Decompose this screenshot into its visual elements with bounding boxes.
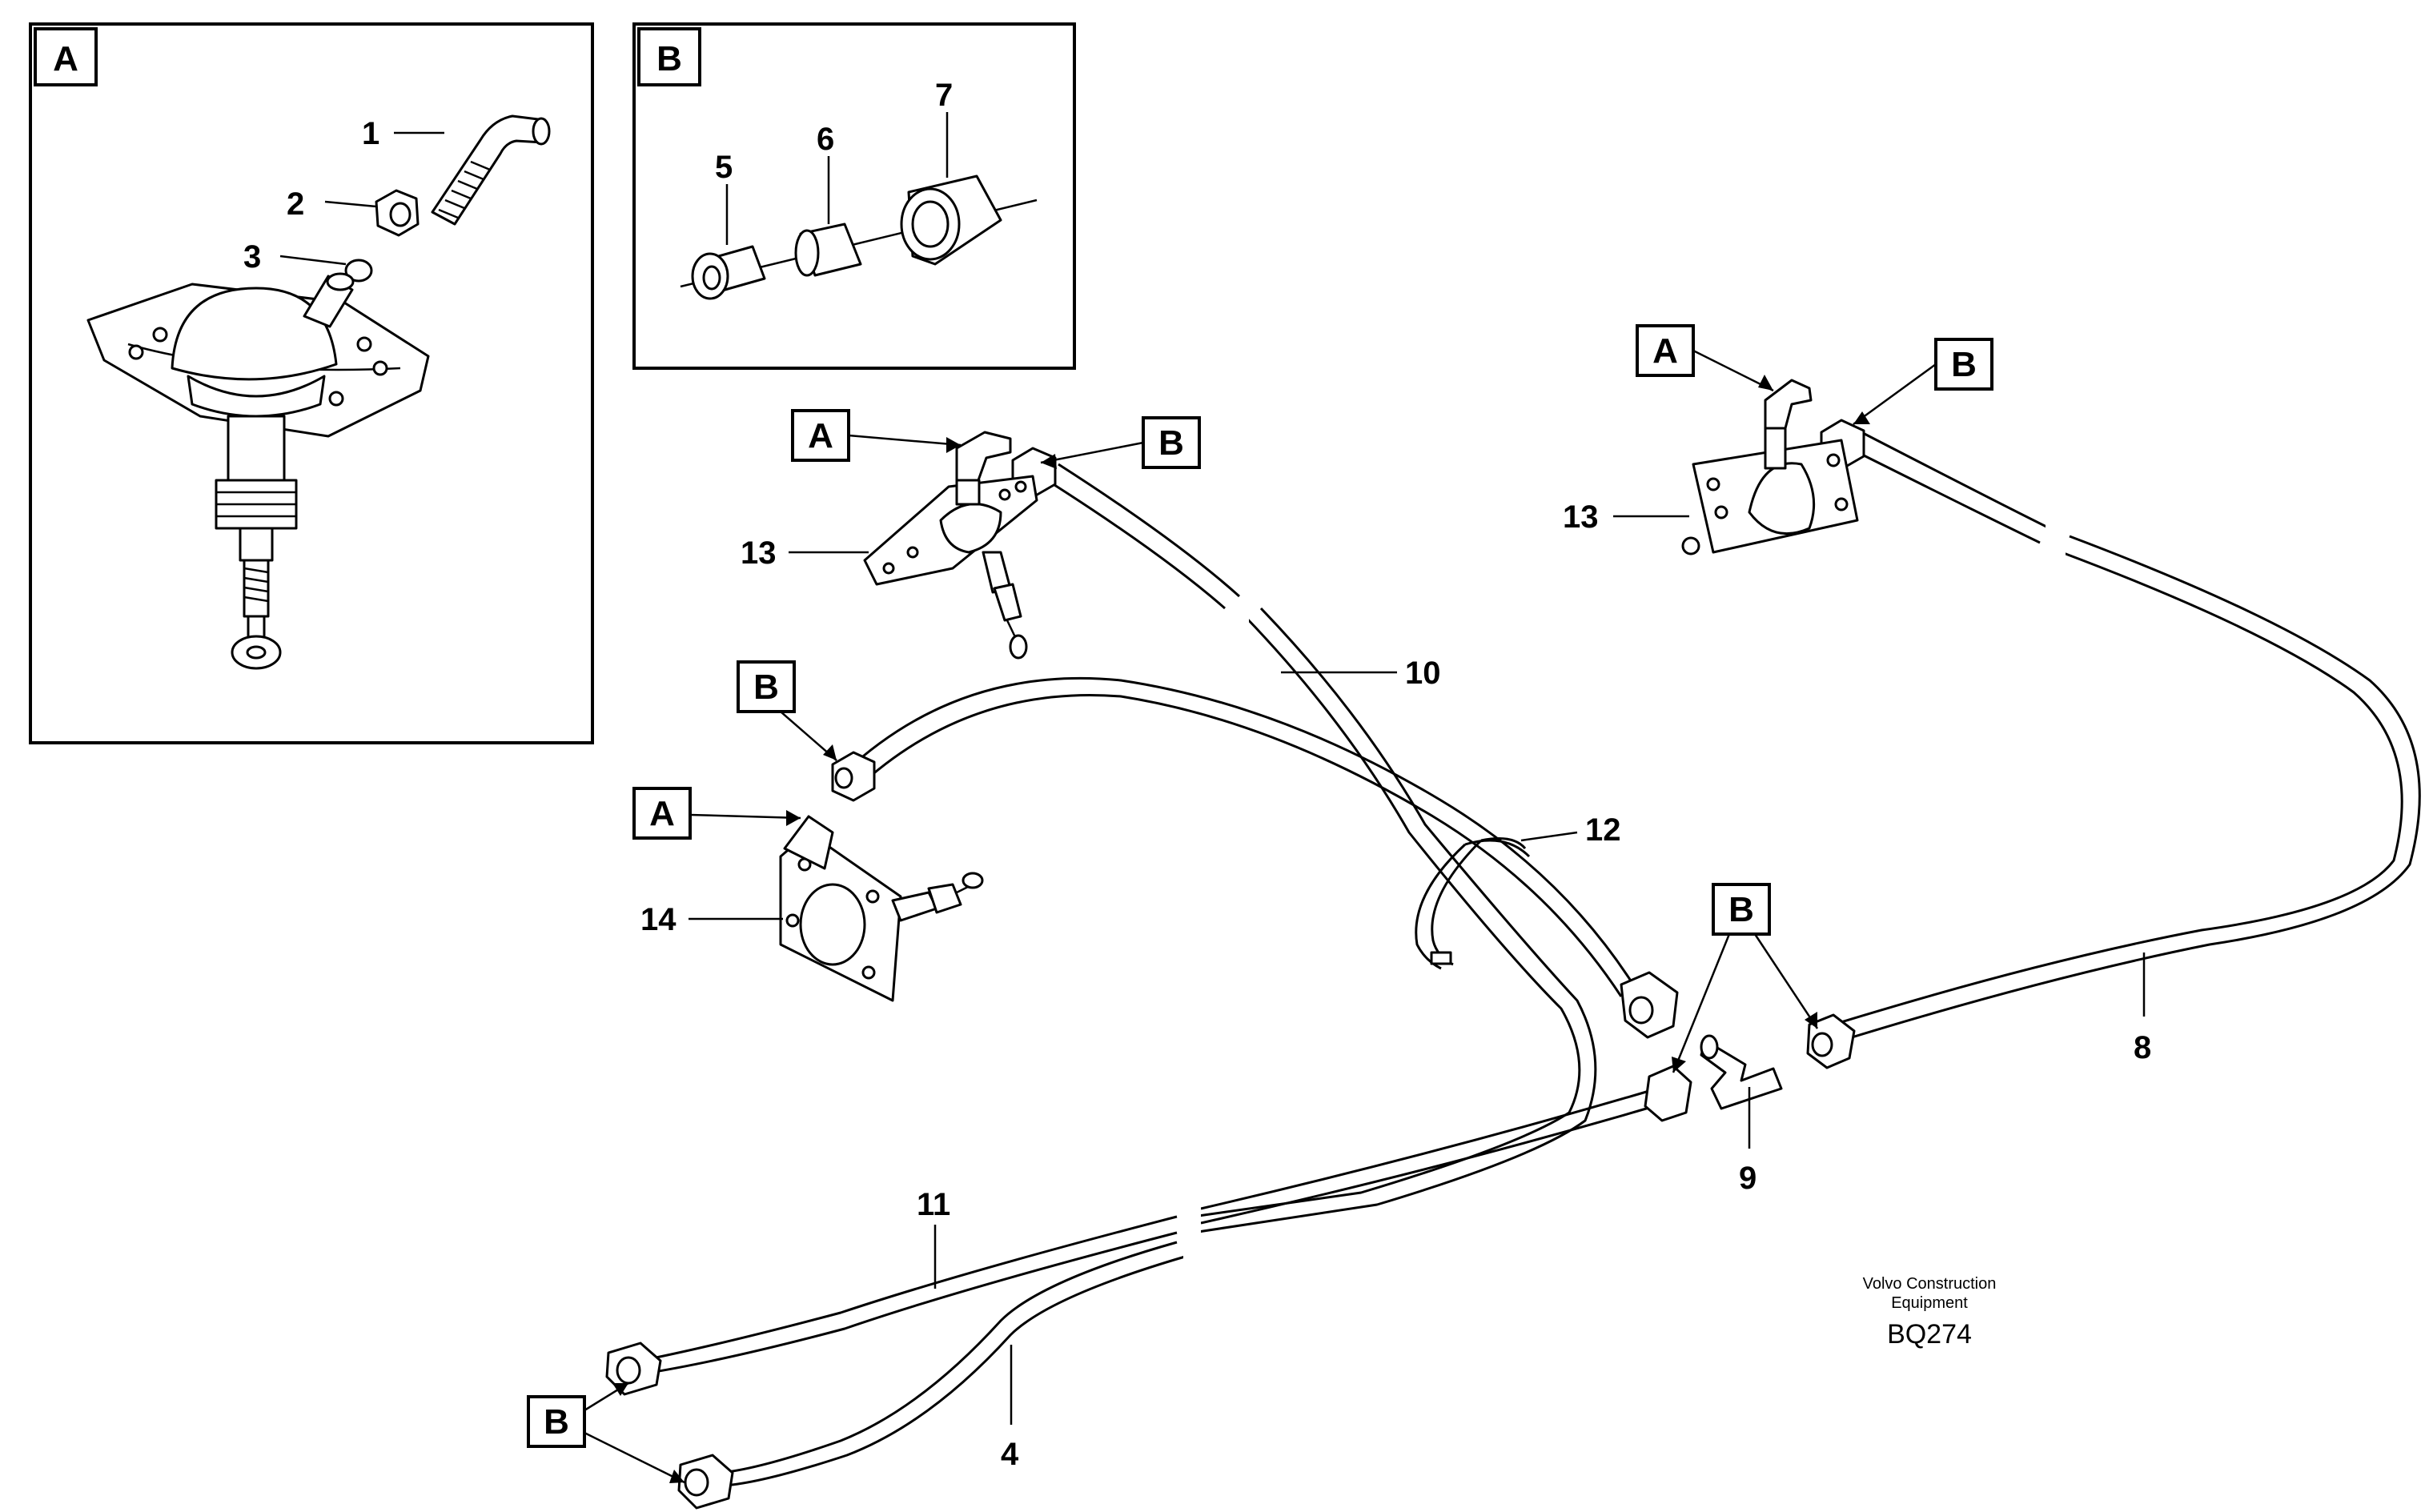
fitting-5 bbox=[691, 245, 766, 300]
drawing-code: BQ274 bbox=[1887, 1319, 1972, 1350]
credit-line-2: Equipment bbox=[1891, 1294, 1968, 1312]
sleeve-6 bbox=[794, 223, 862, 277]
valve-14 bbox=[779, 815, 984, 1002]
credit-block: Volvo Construction Equipment BQ274 bbox=[1863, 1275, 1997, 1350]
callout-4: 4 bbox=[1001, 1437, 1019, 1472]
tee-fitting-9 bbox=[1700, 1034, 1783, 1110]
callout-11: 11 bbox=[917, 1187, 950, 1222]
hose-fittings bbox=[605, 419, 1865, 1510]
detail-a-panel: A bbox=[29, 22, 594, 744]
elbow-fitting-1 bbox=[431, 114, 551, 226]
tag-b-valve13-right: B bbox=[1951, 345, 1977, 384]
o-ring-3 bbox=[344, 259, 373, 283]
callout-3: 3 bbox=[243, 239, 261, 275]
nut-2 bbox=[375, 189, 420, 237]
callout-6: 6 bbox=[817, 122, 834, 157]
callout-13-right: 13 bbox=[1563, 499, 1599, 535]
callout-5: 5 bbox=[715, 150, 733, 185]
detail-b-panel: B 5 6 7 bbox=[632, 22, 1076, 370]
callout-1: 1 bbox=[362, 116, 379, 151]
hose-break-marks bbox=[1183, 524, 2066, 1265]
detail-b-letter: B bbox=[656, 39, 682, 78]
callout-9: 9 bbox=[1739, 1161, 1756, 1196]
tag-b-valve14: B bbox=[753, 668, 779, 707]
tag-b-bottom-left: B bbox=[544, 1402, 569, 1442]
callout-14: 14 bbox=[640, 902, 677, 937]
valve-body-a bbox=[86, 272, 430, 670]
callout-7: 7 bbox=[935, 78, 953, 113]
credit-line-1: Volvo Construction bbox=[1863, 1275, 1997, 1293]
clamp-12 bbox=[1415, 837, 1531, 970]
detail-tags: A B A B B A B B bbox=[527, 324, 1993, 1484]
valve-13-left bbox=[863, 431, 1038, 660]
callout-12: 12 bbox=[1585, 812, 1621, 848]
callout-10: 10 bbox=[1405, 656, 1441, 691]
tag-a-valve13-left: A bbox=[808, 416, 833, 455]
valve-13-right bbox=[1681, 379, 1859, 555]
nut-7 bbox=[900, 174, 1002, 266]
hose-lines bbox=[640, 431, 2421, 1487]
tag-a-valve14: A bbox=[649, 794, 675, 833]
detail-a-letter: A bbox=[53, 39, 78, 78]
tag-b-valve13-left: B bbox=[1158, 423, 1184, 463]
tag-a-valve13-right: A bbox=[1652, 331, 1678, 371]
callout-8: 8 bbox=[2134, 1030, 2151, 1065]
callout-13-left: 13 bbox=[741, 535, 777, 571]
tag-b-center: B bbox=[1728, 890, 1754, 929]
callout-2: 2 bbox=[287, 186, 304, 222]
main-callouts: 10 12 13 13 14 11 4 8 9 bbox=[640, 499, 2151, 1472]
